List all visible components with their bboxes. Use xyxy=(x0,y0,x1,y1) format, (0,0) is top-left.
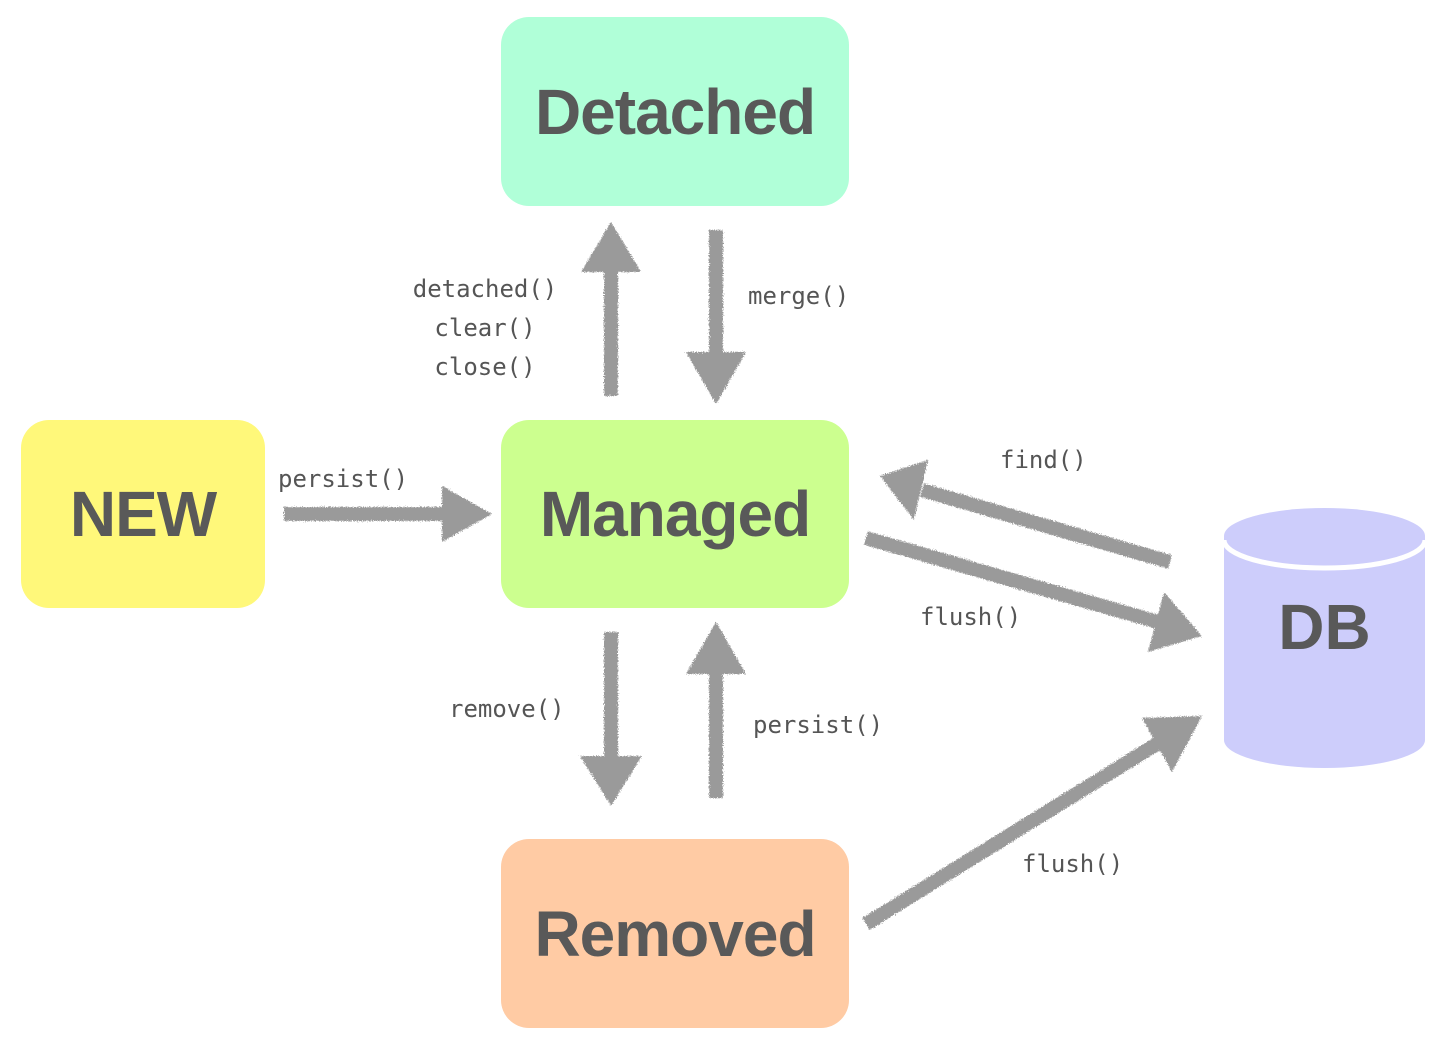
state-new-label: NEW xyxy=(69,478,217,550)
state-detached: Detached xyxy=(501,17,849,206)
db-label: DB xyxy=(1278,591,1371,663)
arrow-managed-to-detached xyxy=(581,222,641,396)
op-remove: remove() xyxy=(449,695,565,723)
arrow-removed-to-managed xyxy=(686,622,746,798)
op-detached: detached() xyxy=(412,275,558,303)
op-find: find() xyxy=(1000,446,1087,474)
state-removed-label: Removed xyxy=(534,897,816,970)
op-close: close() xyxy=(434,353,536,381)
db-cylinder-body xyxy=(1224,536,1425,768)
db-cylinder xyxy=(1221,508,1428,768)
state-managed-label: Managed xyxy=(539,478,811,550)
state-removed: Removed xyxy=(501,839,849,1028)
db-cylinder-rim xyxy=(1221,539,1428,571)
arrow-new-to-managed xyxy=(284,486,492,542)
arrow-db-to-managed xyxy=(880,460,1172,569)
state-managed: Managed xyxy=(501,420,849,608)
managed-to-detached-ops: detached() clear() close() xyxy=(390,270,580,387)
arrow-managed-to-removed xyxy=(580,632,642,806)
state-new: NEW xyxy=(21,420,265,608)
op-merge: merge() xyxy=(748,282,850,310)
arrow-removed-to-db xyxy=(862,716,1202,930)
op-persist-removed: persist() xyxy=(753,711,884,739)
arrow-managed-to-db xyxy=(864,531,1202,652)
state-detached-label: Detached xyxy=(534,75,816,148)
op-flush-managed: flush() xyxy=(920,603,1022,631)
db-cylinder-top xyxy=(1224,508,1425,564)
arrow-detached-to-managed xyxy=(686,230,746,404)
op-flush-removed: flush() xyxy=(1022,850,1124,878)
op-persist-new: persist() xyxy=(278,465,409,493)
op-clear: clear() xyxy=(434,314,536,342)
arrow-group xyxy=(284,222,1202,930)
